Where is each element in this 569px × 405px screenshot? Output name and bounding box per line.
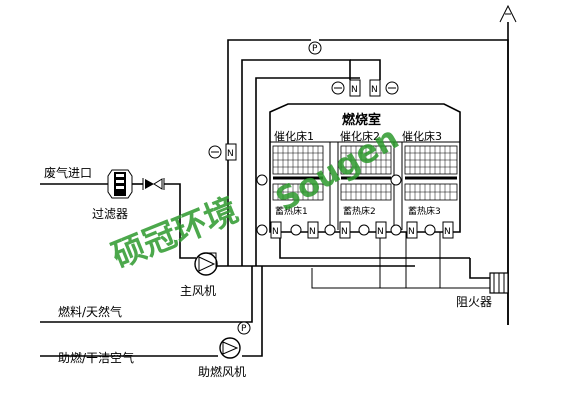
regen-bed-1-label: 蓄热床1: [275, 205, 308, 217]
valve-icon: [142, 178, 165, 190]
waste-gas-inlet-label: 废气进口: [44, 165, 92, 180]
catalyst-bed-2-grid: [340, 145, 392, 201]
regen-bed-2-label: 蓄热床2: [343, 205, 376, 217]
combustion-fan-icon: [219, 337, 241, 359]
filter-label: 过滤器: [92, 207, 128, 221]
svg-text:N: N: [272, 227, 279, 237]
catalyst-bed-2-label: 催化床2: [340, 129, 380, 143]
svg-text:N: N: [408, 227, 415, 237]
valve-n-top: N N: [331, 79, 399, 97]
svg-text:P: P: [312, 44, 318, 54]
svg-text:N: N: [444, 227, 451, 237]
svg-text:N: N: [377, 227, 384, 237]
main-fan-icon: [194, 252, 218, 276]
filter-symbol: [107, 169, 133, 199]
svg-text:N: N: [371, 85, 378, 95]
svg-text:N: N: [351, 85, 358, 95]
valve-n-left: N: [225, 143, 237, 161]
regen-bed-3-label: 蓄热床3: [408, 205, 441, 217]
catalyst-bed-1-label: 催化床1: [274, 129, 314, 143]
svg-text:N: N: [309, 227, 316, 237]
instrument-left-ti: [208, 145, 222, 159]
combustion-chamber-label: 燃烧室: [342, 112, 381, 128]
instrument-top-pi: P: [308, 41, 322, 55]
svg-text:P: P: [241, 324, 247, 334]
flame-arrester-symbol: [489, 272, 509, 294]
catalyst-bed-1-grid: [272, 145, 324, 201]
watermark-chinese: 硕冠环境: [106, 190, 243, 276]
fuel-gas-label: 燃料/天然气: [58, 304, 122, 319]
instrument-pi-fan: P: [237, 321, 251, 335]
catalyst-bed-3-grid: [404, 145, 458, 201]
valve-n-row: N N N N N N: [256, 174, 454, 239]
main-fan-label: 主风机: [180, 284, 216, 298]
svg-text:N: N: [227, 149, 234, 159]
svg-text:N: N: [341, 227, 348, 237]
combustion-air-label: 助燃/干洁空气: [58, 350, 134, 365]
flame-arrester-label: 阻火器: [456, 295, 492, 309]
catalyst-bed-3-label: 催化床3: [402, 129, 442, 143]
combustion-fan-label: 助燃风机: [198, 364, 246, 379]
